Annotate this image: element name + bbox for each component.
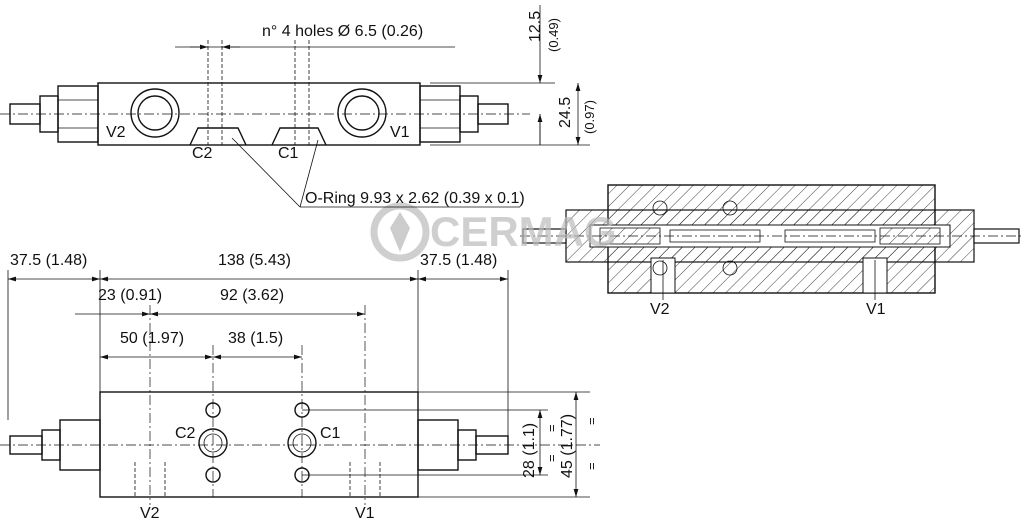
watermark-logo — [370, 202, 430, 262]
bottom-port-v1-label: V1 — [355, 505, 375, 521]
dim-right: 37.5 (1.48) — [420, 252, 497, 269]
bottom-port-c1-label: C1 — [320, 425, 341, 442]
equal-mark: = — [544, 424, 559, 432]
port-c2-label: C2 — [192, 145, 213, 162]
equal-mark: = — [584, 417, 599, 425]
oring-label: O-Ring 9.93 x 2.62 (0.39 x 0.1) — [305, 190, 525, 207]
dim-23: 23 (0.91) — [98, 287, 162, 304]
dim-50: 50 (1.97) — [120, 330, 184, 347]
bottom-port-c2-label: C2 — [175, 425, 196, 442]
watermark-text: CERMAG — [430, 208, 617, 255]
bottom-port-v2-label: V2 — [140, 505, 160, 521]
section-port-v1-label: V1 — [866, 301, 886, 318]
dim-top-value: 12.5 — [527, 11, 544, 42]
equal-mark: = — [544, 454, 559, 462]
section-port-v2-label: V2 — [650, 301, 670, 318]
port-v2-label: V2 — [106, 124, 126, 141]
dim-left: 37.5 (1.48) — [10, 252, 87, 269]
dim-92: 92 (3.62) — [220, 287, 284, 304]
dim-45: 45 (1.77) — [559, 414, 576, 478]
dim-height-inch: (0.97) — [582, 100, 597, 134]
holes-label: n° 4 holes Ø 6.5 (0.26) — [262, 23, 423, 40]
equal-mark: = — [584, 462, 599, 470]
dim-top-inch: (0.49) — [546, 18, 561, 52]
valve-body-bottom — [99, 391, 419, 498]
dim-height-value: 24.5 — [557, 97, 574, 128]
section-view: V2 V1 — [520, 184, 1022, 318]
dim-total: 138 (5.43) — [218, 252, 291, 269]
dim-38: 38 (1.5) — [228, 330, 283, 347]
port-c1-label: C1 — [278, 145, 299, 162]
top-view: n° 4 holes Ø 6.5 (0.26) V2 V1 C2 C1 O-Ri… — [0, 5, 597, 208]
dim-28: 28 (1.1) — [521, 423, 538, 478]
bottom-view: 37.5 (1.48) 138 (5.43) 37.5 (1.48) 23 (0… — [0, 252, 600, 521]
port-v1-label: V1 — [390, 124, 410, 141]
